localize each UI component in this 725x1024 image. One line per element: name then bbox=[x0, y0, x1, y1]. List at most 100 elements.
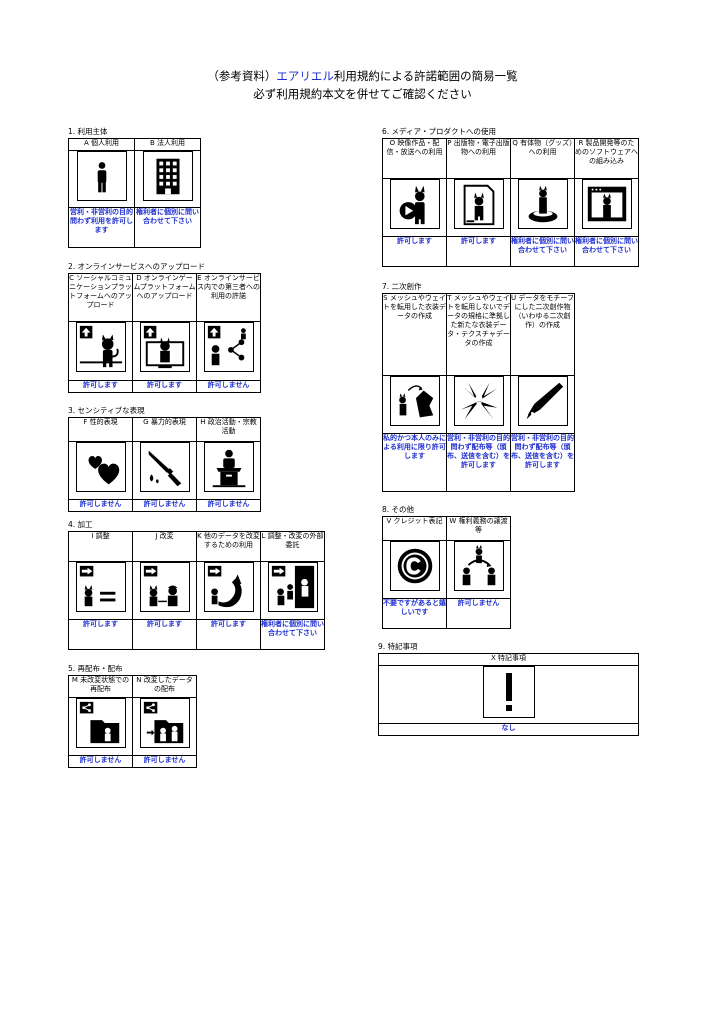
item-status-q: 権利者に個別に問い合わせて下さい bbox=[510, 236, 575, 267]
section-title: 4. 加工 bbox=[68, 520, 93, 529]
section-title: 9. 特記事項 bbox=[378, 642, 418, 651]
upload-share-icon bbox=[203, 322, 254, 372]
item-label-c: C ソーシャルコミュニケーションプラットフォームへのアップロード bbox=[68, 273, 133, 322]
item-label-a: A 個人利用 bbox=[68, 138, 135, 151]
item-status-s: 私的かつ本人のみによる利用に限り許可します bbox=[382, 433, 447, 492]
section-title: 5. 再配布・配布 bbox=[68, 664, 123, 673]
item-status-p: 許可します bbox=[446, 236, 511, 267]
item-label-f: F 性的表現 bbox=[68, 417, 133, 442]
pen-nib-icon bbox=[517, 376, 568, 426]
section-special-notes: 9. 特記事項 X 特記事項 なし bbox=[378, 642, 639, 736]
item-status-g: 許可しません bbox=[132, 499, 197, 512]
section-title: 6. メディア・プロダクトへの使用 bbox=[382, 127, 497, 136]
redistribute-icon bbox=[75, 698, 126, 748]
new-costume-icon bbox=[453, 376, 504, 426]
item-label-r: R 製品開発等のためのソフトウェアへの組み込み bbox=[574, 138, 639, 179]
outsource-icon bbox=[267, 562, 318, 612]
license-table: A 個人利用 B 法人利用 営利・非営利の目的問わず利用を許可します 権利者に個… bbox=[68, 138, 201, 248]
person-icon bbox=[76, 151, 127, 201]
exclamation-icon bbox=[482, 666, 535, 718]
item-label-o: O 映像作品・配信・放送への利用 bbox=[382, 138, 447, 179]
adjust-icon bbox=[75, 562, 126, 612]
item-status-a: 営利・非営利の目的問わず利用を許可します bbox=[68, 207, 135, 248]
copyright-icon bbox=[389, 541, 440, 591]
item-status-b: 権利者に個別に問い合わせて下さい bbox=[134, 207, 201, 248]
item-label-b: B 法人利用 bbox=[134, 138, 201, 151]
costume-icon bbox=[389, 376, 440, 426]
hearts-icon bbox=[75, 442, 126, 492]
item-status-c: 許可します bbox=[68, 380, 133, 393]
section-title: 3. センシティブな表現 bbox=[68, 406, 145, 415]
upload-game-icon bbox=[139, 322, 190, 372]
publication-icon bbox=[453, 179, 504, 229]
item-label-t: T メッシュやウェイトを転用しないでデータの規格に準拠した新たな衣装データ・テク… bbox=[446, 293, 511, 376]
item-status-m: 許可しません bbox=[68, 755, 133, 768]
document-title: （参考資料）エアリエル利用規約による許諾範囲の簡易一覧 bbox=[0, 68, 725, 84]
item-status-t: 営利・非営利の目的問わず配布等（頒布、送信を含む）を許可します bbox=[446, 433, 511, 492]
item-label-h: H 政治活動・宗教活動 bbox=[196, 417, 261, 442]
license-table: M 未改変状態での再配布 N 改変したデータの配布 許可しません 許可しません bbox=[68, 675, 197, 768]
item-label-e: E オンラインサービス内での第三者への利用の許諾 bbox=[196, 273, 261, 322]
title-suffix: 利用規約による許諾範囲の簡易一覧 bbox=[333, 69, 518, 83]
item-label-u: U データをモチーフにした二次創作物（いわゆる二次創作）の作成 bbox=[510, 293, 575, 376]
knife-icon bbox=[139, 442, 190, 492]
transfer-icon bbox=[453, 541, 504, 591]
item-status-o: 許可します bbox=[382, 236, 447, 267]
section-online-upload: 2. オンラインサービスへのアップロード C ソーシャルコミュニケーションプラッ… bbox=[68, 262, 261, 393]
item-label-k: K 他のデータを改変するための利用 bbox=[196, 531, 261, 562]
section-processing: 4. 加工 I 調整 J 改変 K 他のデータを改変するための利用 L 調整・改… bbox=[68, 520, 325, 650]
video-icon bbox=[389, 179, 440, 229]
section-usage-subject: 1. 利用主体 A 個人利用 B 法人利用 営利・非営利の目的問わず利用を許可し… bbox=[68, 127, 201, 248]
license-table: X 特記事項 なし bbox=[378, 653, 639, 736]
software-icon bbox=[581, 179, 632, 229]
item-status-v: 不要ですがあると嬉しいです bbox=[382, 598, 447, 629]
license-table: O 映像作品・配信・放送への利用 P 出版物・電子出版物への利用 Q 有体物（グ… bbox=[382, 138, 639, 267]
goods-icon bbox=[517, 179, 568, 229]
distribute-modified-icon bbox=[139, 698, 190, 748]
section-media-products: 6. メディア・プロダクトへの使用 O 映像作品・配信・放送への利用 P 出版物… bbox=[382, 127, 639, 267]
section-sensitive-expression: 3. センシティブな表現 F 性的表現 G 暴力的表現 H 政治活動・宗教活動 … bbox=[68, 406, 261, 512]
item-status-e: 許可しません bbox=[196, 380, 261, 393]
item-label-s: S メッシュやウェイトを転用した衣装データの作成 bbox=[382, 293, 447, 376]
item-label-w: W 権利義務の譲渡等 bbox=[446, 516, 511, 541]
reuse-data-icon bbox=[203, 562, 254, 612]
item-status-i: 許可します bbox=[68, 619, 133, 650]
item-label-n: N 改変したデータの配布 bbox=[132, 675, 197, 698]
item-status-x: なし bbox=[378, 723, 639, 736]
podium-icon bbox=[203, 442, 254, 492]
license-table: C ソーシャルコミュニケーションプラットフォームへのアップロード D オンライン… bbox=[68, 273, 261, 393]
license-table: I 調整 J 改変 K 他のデータを改変するための利用 L 調整・改変の外部委託… bbox=[68, 531, 325, 650]
upload-social-icon bbox=[75, 322, 126, 372]
section-title: 1. 利用主体 bbox=[68, 127, 108, 136]
section-title: 8. その他 bbox=[382, 505, 415, 514]
section-other: 8. その他 V クレジット表記 W 権利義務の譲渡等 不要ですがあると嬉しいで… bbox=[382, 505, 511, 629]
item-label-q: Q 有体物（グッズ）への利用 bbox=[510, 138, 575, 179]
document-subtitle: 必ず利用規約本文を併せてご確認ください bbox=[253, 87, 472, 101]
item-label-m: M 未改変状態での再配布 bbox=[68, 675, 133, 698]
section-title: 7. 二次創作 bbox=[382, 282, 422, 291]
building-icon bbox=[142, 151, 193, 201]
item-label-x: X 特記事項 bbox=[378, 653, 639, 666]
item-label-j: J 改変 bbox=[132, 531, 197, 562]
title-highlight: エアリエル bbox=[276, 69, 334, 83]
item-status-f: 許可しません bbox=[68, 499, 133, 512]
title-prefix: （参考資料） bbox=[207, 69, 277, 83]
item-label-p: P 出版物・電子出版物への利用 bbox=[446, 138, 511, 179]
item-status-j: 許可します bbox=[132, 619, 197, 650]
section-title: 2. オンラインサービスへのアップロード bbox=[68, 262, 206, 271]
section-redistribution: 5. 再配布・配布 M 未改変状態での再配布 N 改変したデータの配布 許可しま… bbox=[68, 664, 197, 768]
item-status-h: 許可しません bbox=[196, 499, 261, 512]
section-derivative-works: 7. 二次創作 S メッシュやウェイトを転用した衣装データの作成 T メッシュや… bbox=[382, 282, 575, 492]
item-status-l: 権利者に個別に問い合わせて下さい bbox=[260, 619, 325, 650]
item-label-i: I 調整 bbox=[68, 531, 133, 562]
item-status-w: 許可しません bbox=[446, 598, 511, 629]
item-label-l: L 調整・改変の外部委託 bbox=[260, 531, 325, 562]
item-status-u: 営利・非営利の目的問わず配布等（頒布、送信を含む）を許可します bbox=[510, 433, 575, 492]
license-table: V クレジット表記 W 権利義務の譲渡等 不要ですがあると嬉しいです 許可しませ… bbox=[382, 516, 511, 629]
item-status-r: 権利者に個別に問い合わせて下さい bbox=[574, 236, 639, 267]
item-label-d: D オンラインゲームプラットフォームへのアップロード bbox=[132, 273, 197, 322]
item-label-v: V クレジット表記 bbox=[382, 516, 447, 541]
license-table: F 性的表現 G 暴力的表現 H 政治活動・宗教活動 許可しません 許可しません… bbox=[68, 417, 261, 512]
item-status-k: 許可します bbox=[196, 619, 261, 650]
item-label-g: G 暴力的表現 bbox=[132, 417, 197, 442]
